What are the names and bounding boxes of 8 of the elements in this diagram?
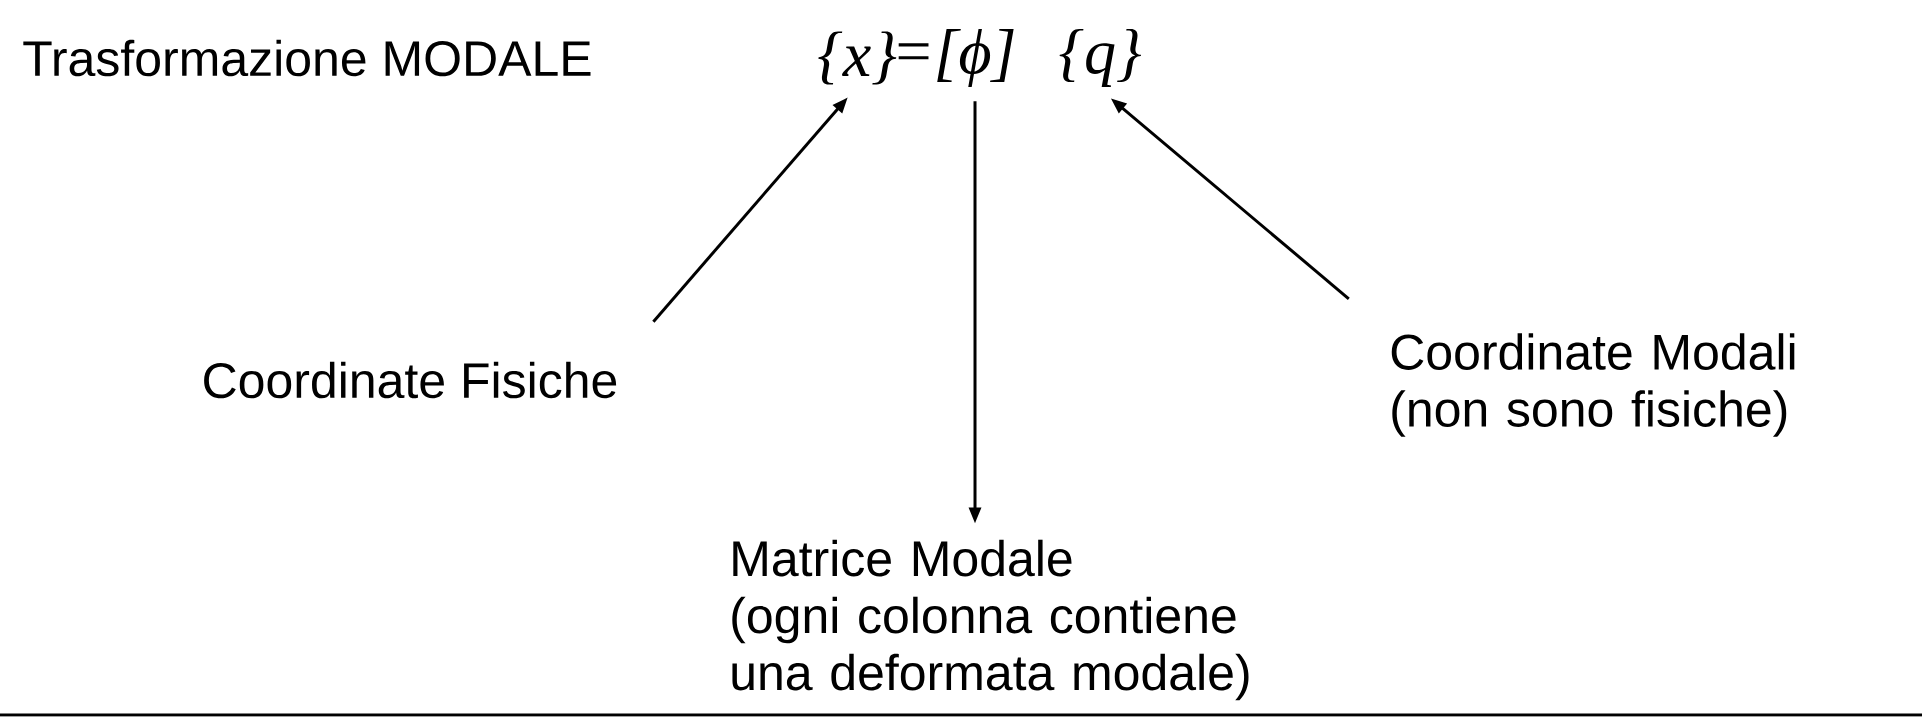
callout-text: Coordinate Modali (non sono fisiche) bbox=[1391, 333, 1795, 437]
formula-term: {x} bbox=[818, 31, 897, 85]
callout-text: Coordinate Fisiche bbox=[204, 361, 617, 399]
callout-text: Matrice Modale (ogni colonna contiene una deformata modale) bbox=[732, 539, 1249, 701]
title-text: Trasformazione MODALE bbox=[23, 39, 591, 77]
equals-sign: = bbox=[898, 43, 929, 60]
formula-term: {q} bbox=[1059, 28, 1142, 87]
formula-term: [ϕ] bbox=[937, 28, 1014, 87]
